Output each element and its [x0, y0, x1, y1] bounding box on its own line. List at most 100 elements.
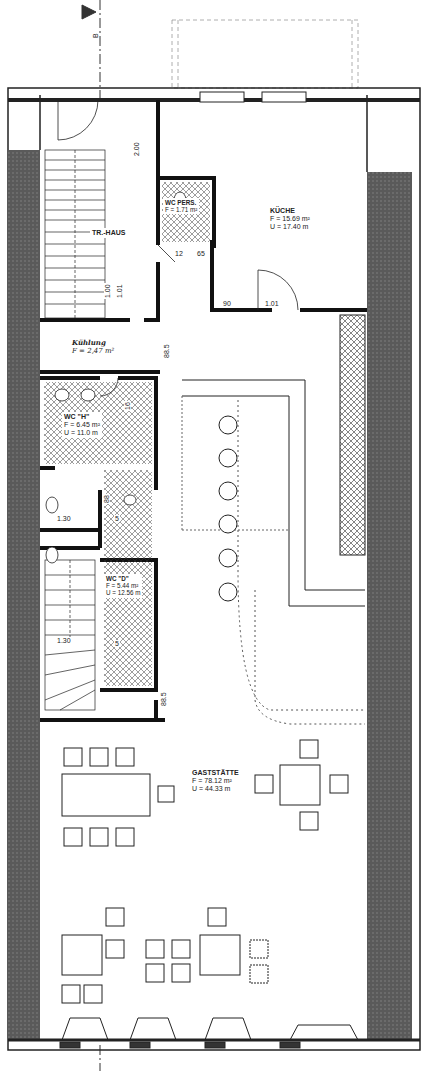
dimension-label: 1.00 [104, 283, 111, 299]
room-name: WC "H" [64, 413, 100, 421]
plan-stroke [219, 482, 237, 500]
dimension-label: 2.00 [133, 141, 140, 157]
room-area: U = 11.0 m [64, 429, 100, 437]
section-line [82, 0, 100, 1071]
facade-windows [8, 1018, 420, 1048]
dimension-label: 1.01 [116, 283, 123, 299]
dimension-label: 65 [196, 250, 206, 257]
plan-stroke [250, 965, 268, 983]
dimension-label: 1.01 [264, 300, 280, 307]
plan-stroke [212, 240, 367, 310]
plan-stroke [340, 315, 365, 555]
plan-stroke [280, 1042, 300, 1048]
plan-stroke [200, 92, 244, 102]
plan-stroke [62, 985, 80, 1003]
bar-counter [182, 380, 365, 724]
room-label: GASTSTÄTTEF = 78.12 m²U = 44.33 m [190, 768, 241, 794]
room-label: TR.-HAUS [90, 228, 127, 238]
plan-stroke [106, 908, 124, 926]
room-name: Kühlung [72, 339, 114, 347]
plan-stroke [219, 549, 237, 567]
plan-stroke [130, 1042, 150, 1048]
plan-stroke [40, 466, 55, 470]
plan-stroke [84, 985, 102, 1003]
dimension-label: 88.5 [160, 691, 167, 707]
plan-stroke [62, 1018, 108, 1040]
plan-stroke [258, 270, 298, 310]
plan-stroke [178, 20, 352, 88]
room-area: F = 78.12 m² [192, 777, 239, 785]
room-name: KÜCHE [270, 207, 310, 215]
room-area: F = 6.45 m² [64, 421, 100, 429]
sanitary-fixtures [46, 192, 186, 563]
plan-stroke [219, 416, 237, 434]
plan-stroke [44, 382, 152, 464]
tiled-floors [44, 182, 365, 686]
plan-stroke [60, 1042, 80, 1048]
room-area: U = 12.56 m [106, 589, 140, 596]
outer-walls [8, 88, 420, 1050]
plan-stroke [40, 95, 367, 172]
plan-stroke [130, 1018, 176, 1040]
room-label: WC "D"F = 5.44 m²U = 12.56 m [104, 574, 142, 598]
room-area: F = 2,47 m² [72, 347, 114, 355]
room-area: U = 17.40 m [270, 223, 310, 231]
plan-stroke [64, 828, 82, 846]
plan-stroke [200, 935, 240, 975]
plan-stroke [62, 774, 150, 816]
plan-stroke [58, 100, 98, 140]
plan-stroke [106, 940, 124, 958]
plan-stroke [81, 389, 95, 401]
plan-stroke [205, 1042, 225, 1048]
plan-stroke [100, 0, 101, 100]
plan-stroke [100, 1045, 101, 1071]
room-label: KÜCHEF = 15.69 m²U = 17.40 m [268, 206, 312, 232]
plan-stroke [124, 495, 136, 505]
dimension-label: 88 [103, 494, 110, 504]
dimension-label: 5 [114, 640, 120, 647]
inner-walls [40, 100, 367, 720]
plan-stroke [40, 318, 160, 322]
plan-stroke [158, 786, 174, 802]
plan-stroke [40, 370, 160, 374]
plan-stroke [162, 182, 210, 242]
plan-stroke [156, 100, 160, 245]
plan-stroke [172, 940, 190, 958]
plan-stroke [172, 20, 358, 88]
tables-chairs [62, 740, 348, 1003]
plan-stroke [262, 92, 306, 102]
plan-stroke [300, 812, 318, 830]
plan-stroke [90, 828, 108, 846]
plan-stroke [8, 150, 40, 1040]
room-name: GASTSTÄTTE [192, 769, 239, 777]
section-marker: B [92, 32, 99, 39]
dimension-label: 1.30 [56, 637, 72, 644]
plan-stroke [300, 740, 318, 758]
room-area: F = 1.71 m² [165, 206, 197, 213]
plan-stroke [172, 964, 190, 982]
plan-stroke [82, 5, 96, 19]
plan-stroke [46, 547, 58, 563]
plan-stroke [208, 908, 226, 926]
plan-stroke [367, 172, 412, 1040]
plan-stroke [255, 775, 273, 793]
room-label: WC PERS.F = 1.71 m² [163, 198, 199, 214]
room-name: WC PERS. [165, 199, 197, 206]
plan-stroke [116, 748, 134, 766]
plan-stroke [219, 515, 237, 533]
plan-stroke [182, 396, 365, 606]
plan-stroke [64, 748, 82, 766]
plan-stroke [46, 497, 58, 513]
plan-stroke [280, 765, 320, 805]
plan-stroke [330, 775, 348, 793]
plan-stroke [8, 88, 420, 1050]
plan-stroke [160, 178, 214, 248]
plan-stroke [182, 380, 365, 590]
plan-stroke [205, 1018, 251, 1040]
plan-stroke [250, 940, 268, 958]
plan-stroke [104, 470, 152, 686]
canopy-outline [172, 20, 358, 88]
plan-stroke [70, 560, 71, 640]
